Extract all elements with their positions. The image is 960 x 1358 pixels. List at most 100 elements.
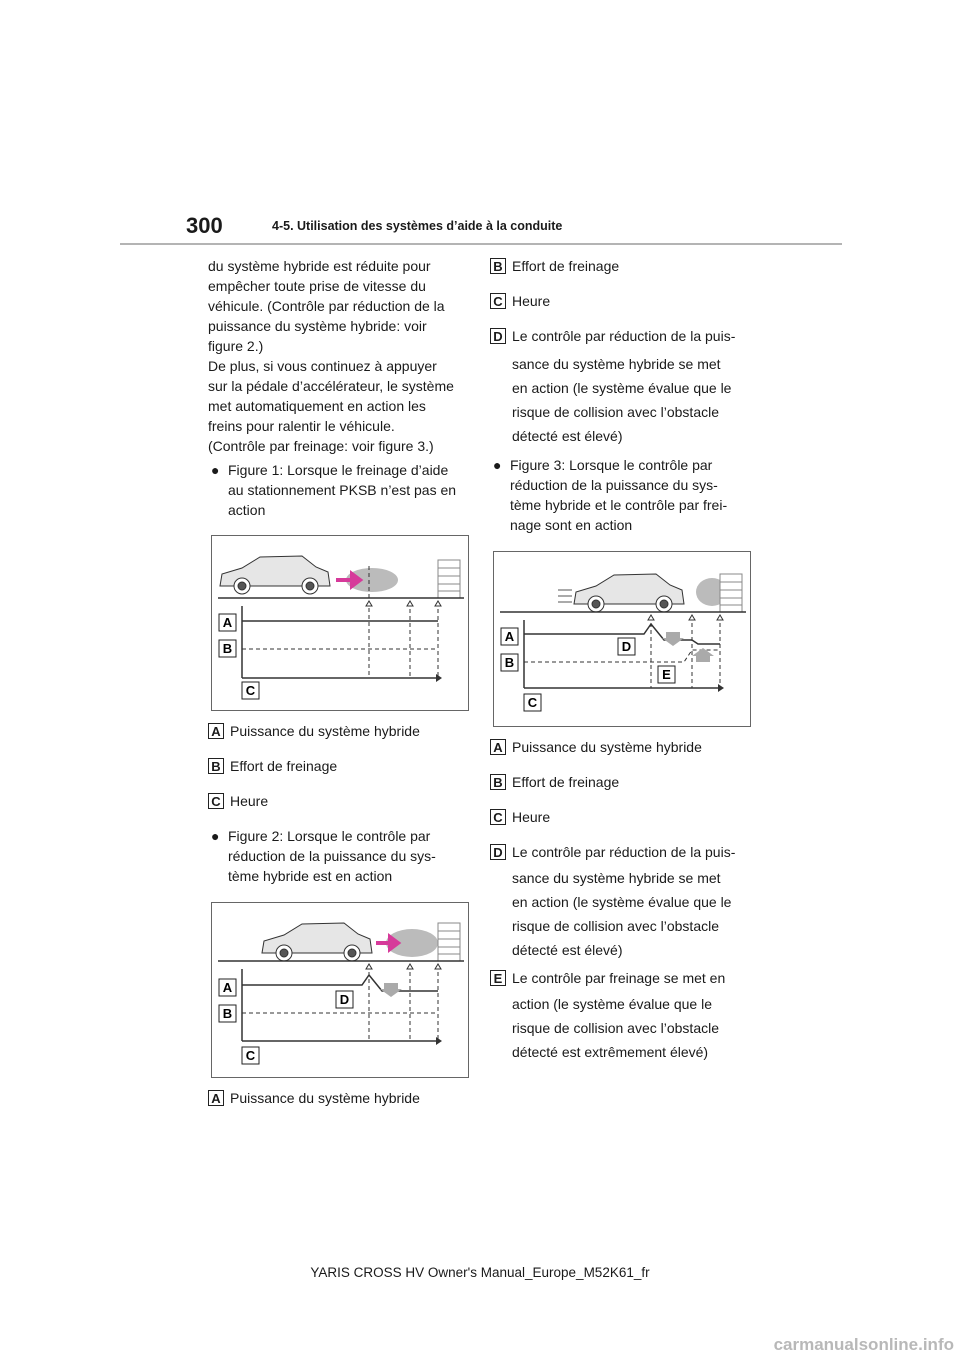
svg-text:D: D — [340, 992, 349, 1007]
footer-manual-title: YARIS CROSS HV Owner's Manual_Europe_M52… — [310, 1265, 650, 1280]
legend-text: Heure — [230, 793, 269, 809]
label-e-box: E — [657, 665, 676, 684]
svg-text:C: C — [246, 1048, 256, 1063]
legend-item: A Puissance du système hybride — [208, 721, 472, 741]
intro-line: du système hybride est réduite pour — [208, 258, 431, 274]
legend-first-line: D Le contrôle par réduction de la puis- — [490, 326, 762, 346]
legend-key: C — [490, 809, 506, 825]
legend-item: B Effort de freinage — [208, 756, 472, 776]
caption-line: Figure 2: Lorsque le contrôle par — [228, 828, 431, 844]
header-rule — [120, 243, 842, 245]
legend-text: Effort de freinage — [512, 258, 620, 274]
svg-text:B: B — [223, 1006, 232, 1021]
time-markers — [368, 965, 439, 1041]
legend-text: Heure — [512, 809, 551, 825]
figure2-caption: ● Figure 2: Lorsque le contrôle par rédu… — [208, 826, 472, 886]
legend-text: risque de collision avec l’obstacle — [512, 918, 719, 934]
legend-key: A — [490, 739, 506, 755]
label-d-box: D — [617, 637, 636, 656]
legend-first-line: D Le contrôle par réduction de la puis- — [490, 842, 762, 862]
time-markers — [650, 616, 721, 688]
intro-line: De plus, si vous continuez à appuyer — [208, 358, 437, 374]
legend-text: Effort de freinage — [512, 774, 620, 790]
legend-item: B Effort de freinage — [490, 256, 762, 276]
label-a-box: A — [218, 978, 237, 997]
car-icon — [573, 573, 685, 613]
legend-key: B — [490, 258, 506, 274]
legend-text: détecté est élevé) — [512, 942, 623, 958]
svg-text:D: D — [622, 639, 631, 654]
legend-text: sance du système hybride se met — [512, 870, 721, 886]
figure-2: A D B C — [211, 902, 469, 1078]
power-down-arrow-icon — [380, 983, 402, 997]
legend-text: Le contrôle par réduction de la puis- — [512, 328, 736, 344]
svg-text:B: B — [505, 655, 514, 670]
section-title: 4-5. Utilisation des systèmes d’aide à l… — [272, 219, 563, 233]
time-arrow-head — [718, 684, 724, 692]
sensor-wave-icon — [386, 929, 438, 957]
legend-item: C Heure — [490, 807, 762, 827]
arrow-icon — [376, 933, 402, 953]
marker-triangles — [365, 600, 442, 607]
legend-text: Le contrôle par freinage se met en — [512, 970, 726, 986]
figure1-caption: ● Figure 1: Lorsque le freinage d’aide a… — [208, 460, 472, 520]
caption-line: Figure 3: Lorsque le contrôle par — [510, 457, 713, 473]
bullet-icon: ● — [211, 462, 220, 478]
legend-continuation: sance du système hybride se met en actio… — [490, 866, 762, 962]
label-c-box: C — [241, 1046, 260, 1065]
bullet-icon: ● — [211, 828, 220, 844]
motion-lines-icon — [558, 589, 572, 603]
left-column: du système hybride est réduite pour empê… — [208, 256, 472, 1108]
svg-text:B: B — [223, 641, 232, 656]
legend-key: A — [208, 1090, 224, 1106]
legend-key: B — [208, 758, 224, 774]
caption-line: réduction de la puissance du sys- — [510, 477, 718, 493]
svg-text:C: C — [528, 695, 538, 710]
arrow-icon — [336, 570, 364, 590]
svg-text:C: C — [246, 683, 256, 698]
caption-line: tème hybride est en action — [228, 868, 393, 884]
intro-paragraph: du système hybride est réduite pour empê… — [208, 256, 472, 456]
caption-line: au stationnement PKSB n’est pas en — [228, 482, 457, 498]
wall-icon — [719, 573, 743, 613]
legend-item: A Puissance du système hybride — [490, 737, 762, 757]
legend-key: D — [490, 844, 506, 860]
legend-text: Puissance du système hybride — [230, 1090, 420, 1106]
caption-line: réduction de la puissance du sys- — [228, 848, 436, 864]
label-c-box: C — [523, 693, 542, 712]
legend-item: C Heure — [490, 291, 762, 311]
svg-text:A: A — [223, 980, 233, 995]
legend-key: E — [490, 970, 506, 986]
legend-text: sance du système hybride se met — [512, 356, 721, 372]
legend-text: Puissance du système hybride — [230, 723, 420, 739]
legend-item: E Le contrôle par freinage se met en act… — [490, 968, 762, 1064]
legend-text: en action (le système évalue que le — [512, 894, 732, 910]
legend-continuation: action (le système évalue que le risque … — [490, 992, 762, 1064]
legend-text: action (le système évalue que le — [512, 996, 712, 1012]
legend-text: en action (le système évalue que le — [512, 380, 732, 396]
caption-line: action — [228, 502, 266, 518]
legend-key: C — [208, 793, 224, 809]
intro-line: (Contrôle par freinage: voir figure 3.) — [208, 438, 434, 454]
legend-text: Puissance du système hybride — [512, 739, 702, 755]
power-line — [524, 622, 720, 645]
wall-icon — [437, 559, 461, 599]
marker-triangles — [365, 963, 442, 970]
svg-text:E: E — [662, 667, 671, 682]
legend-item: D Le contrôle par réduction de la puis- … — [490, 842, 762, 962]
braking-line — [524, 649, 720, 663]
wall-icon — [437, 922, 461, 962]
label-b-box: B — [500, 653, 519, 672]
braking-up-arrow-icon — [692, 648, 714, 662]
label-d-box: D — [335, 990, 354, 1009]
power-down-arrow-icon — [662, 632, 684, 646]
label-c-box: C — [241, 681, 260, 700]
watermark: carmanualsonline.info — [773, 1335, 954, 1354]
svg-text:A: A — [505, 629, 515, 644]
legend-key: B — [490, 774, 506, 790]
label-b-box: B — [218, 1004, 237, 1023]
legend-item: D Le contrôle par réduction de la puis- … — [490, 326, 762, 448]
legend-text: Le contrôle par réduction de la puis- — [512, 844, 736, 860]
intro-line: sur la pédale d’accélérateur, le système — [208, 378, 454, 394]
legend-text: risque de collision avec l’obstacle — [512, 1020, 719, 1036]
